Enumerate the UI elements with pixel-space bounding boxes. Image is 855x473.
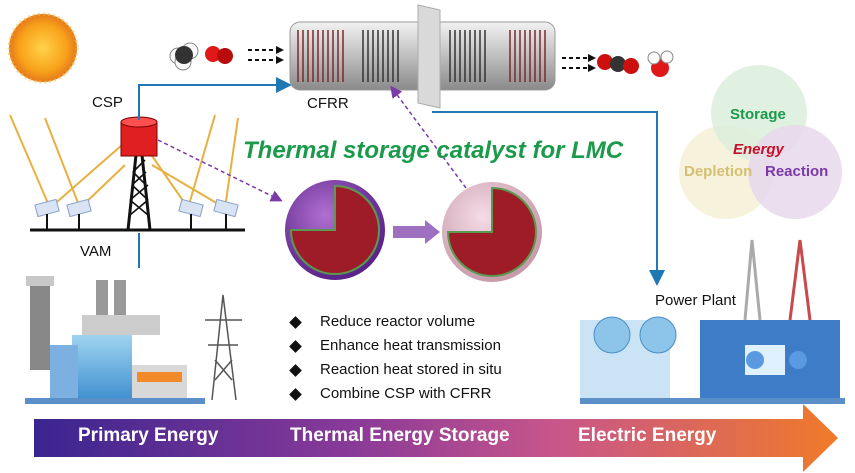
bullet-diamond-icon bbox=[289, 387, 302, 401]
benefit-item: Reaction heat stored in situ bbox=[288, 358, 502, 382]
heliostat-mirrors bbox=[30, 198, 245, 232]
discharge-arrow bbox=[393, 220, 440, 244]
bullet-diamond-icon bbox=[289, 339, 302, 353]
benefit-list: Reduce reactor volume Enhance heat trans… bbox=[288, 310, 502, 406]
sun-icon bbox=[7, 12, 79, 84]
bar-electric-energy: Electric Energy bbox=[578, 425, 717, 446]
catalyst-sphere-discharged bbox=[442, 182, 542, 282]
flow-dash-heads bbox=[276, 46, 596, 72]
label-power-plant: Power Plant bbox=[655, 292, 736, 309]
power-plant-right-icon bbox=[580, 239, 845, 404]
energy-flow-arrow bbox=[34, 404, 838, 472]
bar-primary-energy: Primary Energy bbox=[78, 425, 219, 446]
bar-thermal-storage: Thermal Energy Storage bbox=[290, 425, 510, 446]
bullet-diamond-icon bbox=[289, 363, 302, 377]
label-csp: CSP bbox=[92, 94, 123, 111]
venn-storage: Storage bbox=[730, 106, 786, 123]
csp-to-catalyst-arrow bbox=[157, 139, 283, 202]
catalyst-sphere-charged bbox=[285, 180, 385, 280]
cfrr-to-power-arrow bbox=[432, 111, 665, 286]
csp-tower bbox=[120, 116, 158, 231]
product-molecules-icon bbox=[597, 50, 674, 77]
label-vam: VAM bbox=[80, 243, 112, 260]
bullet-diamond-icon bbox=[289, 315, 302, 329]
reactant-molecules-icon bbox=[169, 42, 233, 71]
benefit-item: Combine CSP with CFRR bbox=[288, 382, 502, 406]
benefit-item: Enhance heat transmission bbox=[288, 334, 502, 358]
venn-depletion: Depletion bbox=[684, 163, 753, 180]
csp-to-cfrr-arrow bbox=[138, 77, 292, 120]
power-plant-left-icon bbox=[25, 276, 205, 404]
venn-reaction: Reaction bbox=[765, 163, 829, 180]
cfrr-reactor bbox=[289, 4, 556, 109]
transmission-pylon-icon bbox=[205, 294, 242, 401]
flow-dashes bbox=[248, 49, 588, 69]
label-cfrr: CFRR bbox=[307, 95, 349, 112]
benefit-item: Reduce reactor volume bbox=[288, 310, 502, 334]
venn-diagram bbox=[679, 65, 842, 219]
venn-energy: Energy bbox=[733, 141, 784, 158]
diagram-title: Thermal storage catalyst for LMC bbox=[243, 137, 624, 164]
